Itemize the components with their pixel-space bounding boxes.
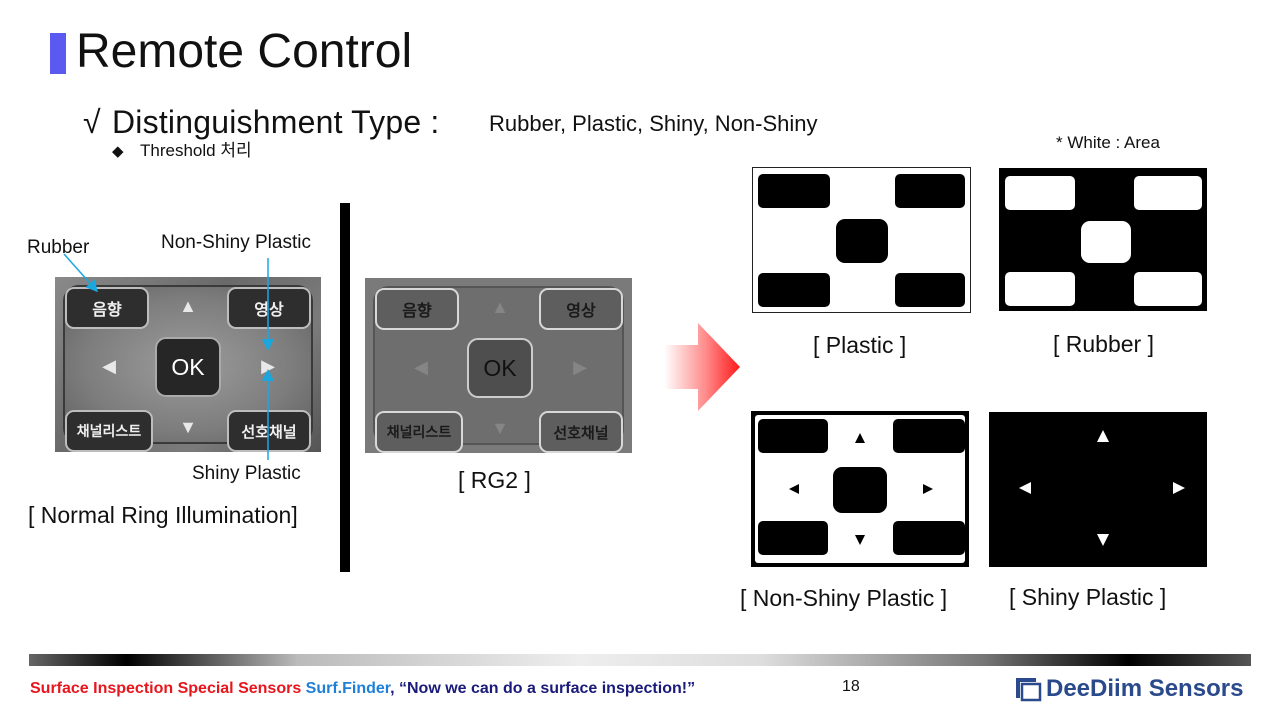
arrow-down-icon: ▼	[179, 417, 197, 437]
footer-tagline-product: Surf.Finder	[305, 680, 391, 697]
blob	[833, 467, 887, 513]
blob	[758, 273, 830, 307]
title-accent-bar	[50, 33, 66, 74]
logo-text: DeeDiim Sensors	[1046, 675, 1244, 702]
key-sound: 음향	[65, 287, 149, 329]
blob	[895, 174, 965, 208]
blob	[1005, 272, 1075, 306]
subtitle-types: Rubber, Plastic, Shiny, Non-Shiny	[489, 111, 818, 136]
label-rubber: Rubber	[27, 237, 90, 258]
caption-rg2: [ RG2 ]	[458, 467, 531, 493]
key-video: 영상	[227, 287, 311, 329]
caption-normal-ring: [ Normal Ring Illumination]	[28, 502, 298, 528]
key-ok: OK	[155, 337, 221, 397]
arrow-up-icon: ▲	[179, 296, 197, 316]
caption-non-shiny: [ Non-Shiny Plastic ]	[740, 585, 948, 611]
blob	[836, 219, 888, 263]
arrow-up-icon: ▲	[491, 297, 509, 317]
blob	[893, 419, 965, 453]
arrow-marks	[789, 433, 933, 545]
footer-tagline-quote: , “Now we can do a surface inspection!”	[390, 680, 696, 697]
blob	[895, 273, 965, 307]
label-shiny-plastic: Shiny Plastic	[192, 463, 301, 484]
binary-non-shiny-image	[751, 411, 969, 567]
blob	[758, 174, 830, 208]
arrow-left-icon: ◀	[102, 356, 116, 376]
key-favorite-channel: 선호채널	[539, 411, 623, 453]
footer-gradient-bar	[29, 654, 1251, 666]
key-favorite-channel: 선호채널	[227, 410, 311, 452]
key-ok: OK	[467, 338, 533, 398]
blob	[893, 521, 965, 555]
company-logo: DeeDiim Sensors	[1014, 676, 1243, 702]
binary-rubber-image	[999, 168, 1207, 311]
arrow-down-icon: ▼	[491, 418, 509, 438]
blob	[758, 419, 828, 453]
arrow-left-icon: ◀	[414, 357, 428, 377]
vertical-divider	[340, 203, 350, 572]
page-title: Remote Control	[76, 25, 413, 78]
blob	[1134, 272, 1202, 306]
blob	[1134, 176, 1202, 210]
caption-rubber: [ Rubber ]	[1053, 331, 1154, 357]
key-channel-list: 채널리스트	[375, 411, 463, 453]
blob	[1081, 221, 1131, 263]
white-area-note: * White : Area	[1056, 133, 1160, 152]
remote-rg2-image: 음향 영상 채널리스트 선호채널 OK ▲ ◀ ▶ ▼	[365, 278, 632, 453]
footer-tagline-red: Surface Inspection Special Sensors	[30, 680, 306, 697]
caption-shiny: [ Shiny Plastic ]	[1009, 584, 1167, 610]
logo-mark-icon	[1016, 678, 1042, 702]
blob	[758, 521, 828, 555]
check-mark: √	[83, 104, 101, 140]
key-sound: 음향	[375, 288, 459, 330]
footer-tagline: Surface Inspection Special Sensors Surf.…	[30, 680, 695, 698]
label-non-shiny-plastic: Non-Shiny Plastic	[161, 232, 311, 253]
binary-plastic-image	[752, 167, 971, 313]
remote-normal-image: 음향 영상 채널리스트 선호채널 OK ▲ ◀ ▶ ▼	[55, 277, 321, 452]
bullet-diamond-icon: ◆	[112, 143, 124, 160]
binary-shiny-image	[989, 412, 1207, 567]
key-video: 영상	[539, 288, 623, 330]
arrow-right-icon: ▶	[261, 356, 275, 376]
arrow-right-icon: ▶	[573, 357, 587, 377]
key-channel-list: 채널리스트	[65, 410, 153, 452]
blob	[1005, 176, 1075, 210]
bullet-text: Threshold 처리	[140, 141, 252, 160]
arrow-marks	[1019, 430, 1185, 546]
caption-plastic: [ Plastic ]	[813, 332, 907, 358]
subtitle-main: Distinguishment Type :	[112, 104, 440, 140]
process-arrow-icon	[664, 323, 740, 411]
page-number: 18	[842, 678, 860, 695]
